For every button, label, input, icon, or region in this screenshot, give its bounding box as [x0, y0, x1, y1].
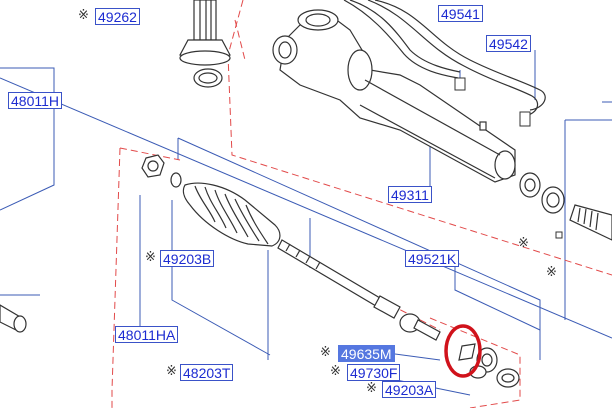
lock-nut — [141, 154, 182, 188]
asterisk-mark: ※ — [166, 364, 177, 379]
callout-49203a[interactable]: 49203A — [382, 381, 437, 398]
outer-tie-rod-left — [0, 304, 27, 333]
callout-48203t[interactable]: 48203T — [180, 364, 234, 381]
callout-49542[interactable]: 49542 — [486, 35, 531, 52]
brake-pipes — [343, 0, 546, 117]
inner-tie-rod — [277, 239, 441, 341]
callout-49521k[interactable]: 49521K — [405, 250, 460, 267]
callout-49635m[interactable]: 49635M — [338, 345, 395, 362]
small-parts-right — [555, 231, 563, 239]
asterisk-mark: ※ — [78, 8, 89, 23]
callout-49262[interactable]: 49262 — [95, 8, 140, 25]
callout-48011ha[interactable]: 48011HA — [115, 326, 179, 343]
asterisk-mark: ※ — [320, 345, 331, 360]
highlight-ring — [444, 324, 482, 378]
callout-49311[interactable]: 49311 — [388, 186, 432, 203]
asterisk-mark: ※ — [145, 250, 156, 265]
asterisk-mark: ※ — [366, 381, 377, 396]
callout-49203b[interactable]: 49203B — [160, 250, 215, 267]
asterisk-mark: ※ — [330, 364, 341, 379]
callout-48011h[interactable]: 48011H — [8, 92, 63, 109]
pinion-shaft — [179, 0, 231, 88]
asterisk-mark: ※ — [546, 265, 557, 280]
asterisk-mark: ※ — [518, 236, 529, 251]
housing-seals — [519, 172, 565, 214]
rack-washers — [458, 343, 520, 388]
outer-tie-rod-right — [569, 204, 612, 241]
pipe-fittings — [454, 77, 531, 127]
callout-49730f[interactable]: 49730F — [347, 364, 401, 381]
leader-lines — [0, 50, 612, 396]
callout-49541[interactable]: 49541 — [438, 5, 483, 22]
gear-housing — [272, 9, 516, 183]
rack-boot — [182, 182, 281, 247]
